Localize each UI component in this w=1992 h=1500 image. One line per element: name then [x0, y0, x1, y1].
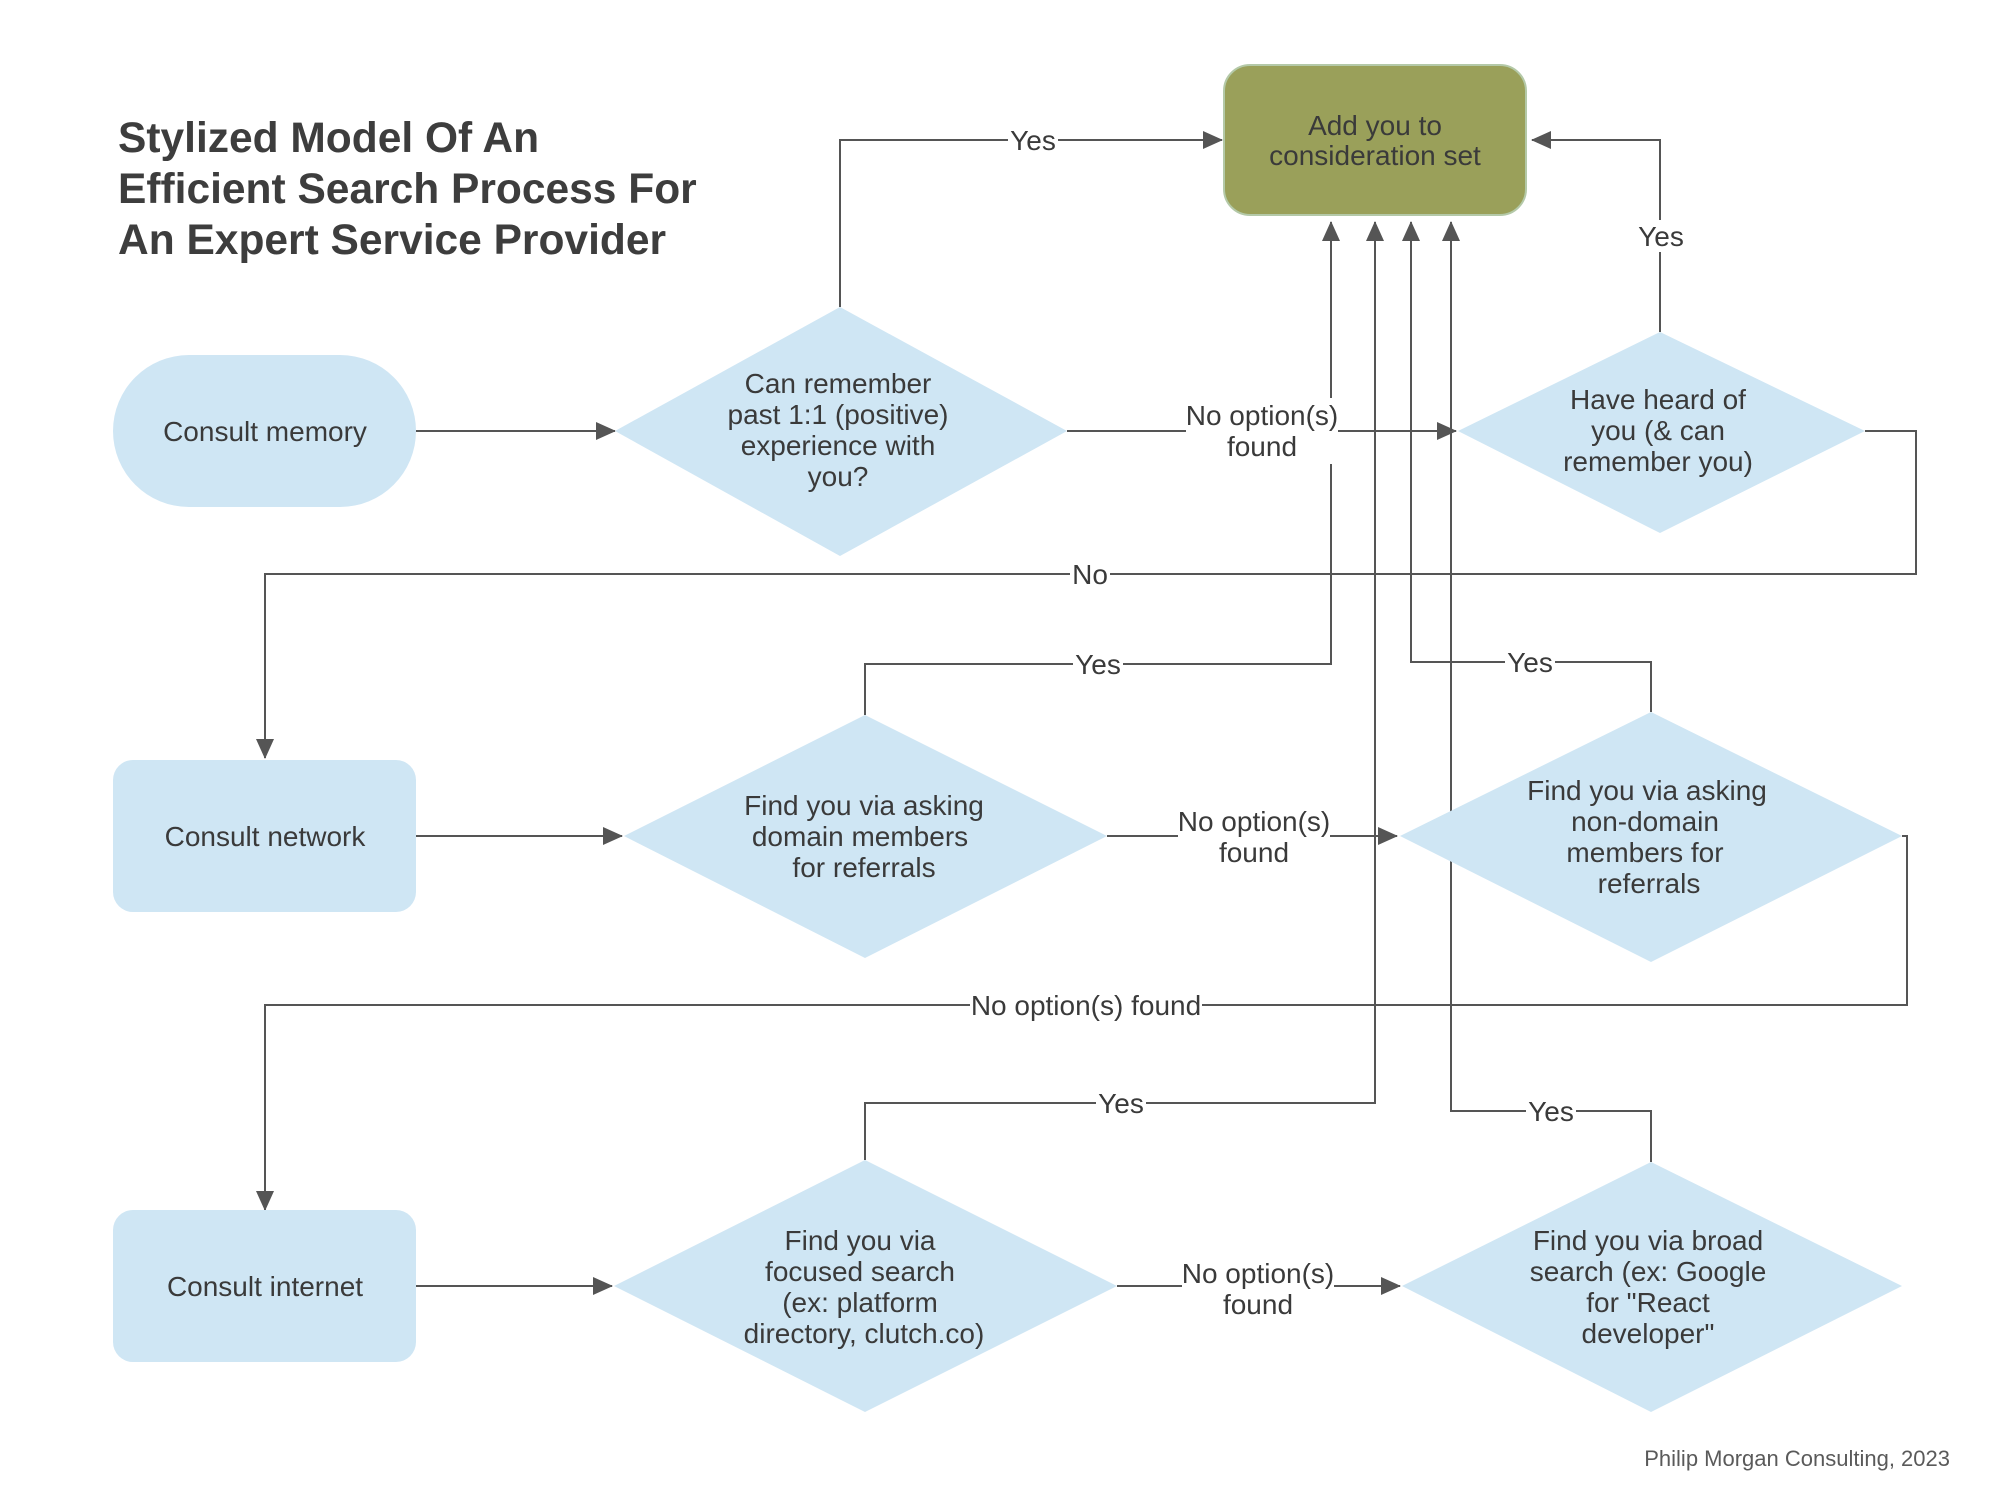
domain-referrals-line3: for referrals	[792, 852, 935, 883]
domain-referrals-line1: Find you via asking	[744, 790, 984, 821]
label-remember-yes: Yes	[1008, 124, 1058, 156]
label-nondomain-yes: Yes	[1505, 646, 1555, 678]
focused-search-line4: directory, clutch.co)	[744, 1318, 985, 1349]
label-domain-yes: Yes	[1073, 648, 1123, 680]
heard-of-you-line3: remember you)	[1563, 446, 1753, 477]
remember-experience-line4: you?	[808, 461, 869, 492]
consult-internet-shape	[113, 1210, 416, 1362]
remember-experience-shape	[615, 307, 1067, 556]
label-heard-yes-text: Yes	[1638, 221, 1684, 252]
consult-memory-label: Consult memory	[163, 416, 367, 447]
edge-heard-no	[256, 430, 1917, 759]
consult-network-label: Consult network	[165, 821, 367, 852]
edge-labels: Yes No option(s) found Yes No Yes No opt…	[970, 124, 1686, 1322]
nondomain-referrals-line3: members for	[1566, 837, 1723, 868]
node-consult-internet: Consult internet	[113, 1210, 416, 1362]
node-focused-search: Find you via focused search (ex: platfor…	[614, 1160, 1117, 1412]
nondomain-referrals-line2: non-domain	[1571, 806, 1719, 837]
broad-search-line4: developer"	[1582, 1318, 1715, 1349]
label-remember-yes-text: Yes	[1010, 125, 1056, 156]
remember-experience-line1: Can remember	[745, 368, 932, 399]
label-focused-no-line2: found	[1223, 1289, 1293, 1320]
label-nondomain-no: No option(s) found	[970, 988, 1202, 1022]
node-nondomain-referrals: Find you via asking non-domain members f…	[1400, 712, 1902, 962]
label-remember-no-line1: No option(s)	[1186, 400, 1339, 431]
domain-referrals-line2: domain members	[752, 821, 968, 852]
node-heard-of-you: Have heard of you (& can remember you)	[1458, 332, 1865, 533]
consult-internet-label: Consult internet	[167, 1271, 363, 1302]
edge-nondomain-no	[256, 835, 1908, 1211]
focused-search-shape	[614, 1160, 1117, 1412]
nodes: Consult memory Consult network Consult i…	[113, 64, 1902, 1412]
focused-search-line3: (ex: platform	[782, 1287, 938, 1318]
remember-experience-line2: past 1:1 (positive)	[728, 399, 949, 430]
heard-of-you-shape	[1458, 332, 1865, 533]
label-broad-yes: Yes	[1526, 1095, 1576, 1127]
node-consult-memory: Consult memory	[113, 355, 416, 507]
nondomain-referrals-line1: Find you via asking	[1527, 775, 1767, 806]
label-remember-no-line2: found	[1227, 431, 1297, 462]
nondomain-referrals-line4: referrals	[1598, 868, 1701, 899]
diagram-title: Stylized Model Of An Efficient Search Pr…	[118, 115, 697, 264]
remember-experience-line3: experience with	[741, 430, 936, 461]
label-domain-yes-text: Yes	[1075, 649, 1121, 680]
consult-memory-shape	[113, 355, 416, 507]
title-line-3: An Expert Service Provider	[118, 217, 666, 264]
nondomain-referrals-shape	[1400, 712, 1902, 962]
broad-search-line1: Find you via broad	[1533, 1225, 1763, 1256]
connectors	[256, 131, 1917, 1295]
label-focused-yes: Yes	[1096, 1087, 1146, 1119]
node-domain-referrals: Find you via asking domain members for r…	[624, 715, 1107, 958]
label-focused-yes-text: Yes	[1098, 1088, 1144, 1119]
label-focused-no: No option(s) found	[1182, 1256, 1335, 1322]
broad-search-shape	[1402, 1162, 1902, 1412]
label-heard-yes: Yes	[1636, 220, 1686, 252]
broad-search-line2: search (ex: Google	[1530, 1256, 1767, 1287]
label-broad-yes-text: Yes	[1528, 1096, 1574, 1127]
add-consideration-line1: Add you to	[1308, 110, 1442, 141]
label-domain-no-line2: found	[1219, 837, 1289, 868]
add-consideration-shape	[1223, 64, 1527, 216]
label-nondomain-yes-text: Yes	[1507, 647, 1553, 678]
domain-referrals-shape	[624, 715, 1107, 958]
heard-of-you-line2: you (& can	[1591, 415, 1725, 446]
label-nondomain-no-text: No option(s) found	[971, 990, 1201, 1021]
node-broad-search: Find you via broad search (ex: Google fo…	[1402, 1162, 1902, 1412]
focused-search-line2: focused search	[765, 1256, 955, 1287]
focused-search-line1: Find you via	[785, 1225, 936, 1256]
label-heard-no-text: No	[1072, 559, 1108, 590]
label-remember-no: No option(s) found	[1186, 398, 1339, 464]
broad-search-line3: for "React	[1586, 1287, 1710, 1318]
title-line-2: Efficient Search Process For	[118, 166, 697, 213]
node-consult-network: Consult network	[113, 760, 416, 912]
title-line-1: Stylized Model Of An	[118, 115, 539, 162]
edge-heard-yes	[1531, 131, 1661, 332]
edge-remember-yes	[839, 131, 1223, 307]
heard-of-you-line1: Have heard of	[1570, 384, 1746, 415]
consult-network-shape	[113, 760, 416, 912]
node-add-consideration: Add you to consideration set	[1223, 64, 1527, 216]
label-domain-no: No option(s) found	[1178, 804, 1331, 870]
node-remember-experience: Can remember past 1:1 (positive) experie…	[615, 307, 1067, 556]
label-focused-no-line1: No option(s)	[1182, 1258, 1335, 1289]
label-domain-no-line1: No option(s)	[1178, 806, 1331, 837]
add-consideration-line2: consideration set	[1269, 140, 1481, 171]
credit-text: Philip Morgan Consulting, 2023	[1644, 1446, 1950, 1471]
label-heard-no: No	[1070, 558, 1110, 590]
